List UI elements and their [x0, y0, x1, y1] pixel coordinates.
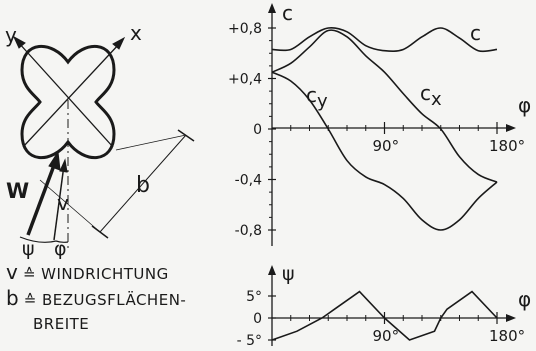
chart2-ticks: 5° 0 - 5° 90° 180° — [237, 289, 526, 349]
y-axis-arrowhead — [12, 35, 26, 49]
chart2-y-arrowhead — [268, 265, 276, 275]
v-label: v — [57, 191, 69, 215]
width-dimension-tick-2 — [177, 129, 195, 142]
section-x-label: x — [130, 21, 142, 45]
wind-direction-line — [26, 159, 58, 236]
legend-symbol-b: b — [6, 286, 19, 310]
v-direction-line — [53, 164, 65, 241]
chart1-x-arrowhead — [506, 124, 516, 132]
width-dimension-line — [99, 134, 187, 233]
psi-angle-chart: 5° 0 - 5° 90° 180° ψ φ — [237, 263, 532, 349]
chart1-ytick-label: 0 — [253, 122, 262, 138]
chart1-ytick-label: -0,4 — [235, 173, 262, 189]
psi-label: ψ — [22, 238, 35, 260]
chart1-ylabel: c — [282, 1, 293, 25]
width-b-label: b — [136, 173, 150, 198]
chart2-xtick-label: 90° — [373, 327, 400, 345]
chart2-ytick-label: - 5° — [237, 333, 262, 349]
chart1-ytick-label: -0,8 — [235, 223, 262, 239]
legend-text-v: WINDRICHTUNG — [41, 265, 169, 283]
series-cx-text: cx — [420, 81, 442, 110]
chart2-series — [271, 290, 498, 341]
phi-arc — [55, 240, 69, 243]
legend-eq-b: ≙ — [23, 291, 37, 309]
chart1-xtick-label: 180° — [489, 137, 525, 155]
series-cx-label: cx — [420, 81, 442, 110]
wind-label: W — [6, 179, 29, 203]
legend-item-b-cont: BREITE — [33, 314, 89, 333]
phi-label: φ — [54, 238, 67, 260]
chart1-xlabel: φ — [518, 93, 531, 117]
chart1-y-arrowhead — [268, 3, 276, 13]
section-y-label: y — [5, 23, 17, 47]
chart2-x-arrowhead — [506, 314, 516, 322]
v-arrowhead — [59, 158, 68, 173]
chart1-series — [271, 27, 498, 231]
wind-arrowhead — [48, 150, 61, 171]
chart2-ytick-label: 0 — [253, 311, 262, 327]
psi-arc — [19, 236, 57, 243]
chart2-ylabel: ψ — [282, 263, 295, 285]
chart1-xtick-label: 90° — [373, 137, 400, 155]
width-extension-line-2 — [39, 179, 101, 233]
y-axis-line — [17, 41, 114, 148]
legend-text-b-2: BREITE — [33, 315, 90, 333]
series-cx-text-subscript: x — [431, 89, 442, 110]
series-cy-text-subscript: y — [317, 91, 328, 112]
legend-text-b: BEZUGSFLÄCHEN- — [41, 291, 187, 309]
chart1-series-cy — [271, 71, 498, 231]
legend-eq-v: ≙ — [22, 265, 37, 283]
series-c-label: c — [470, 21, 481, 45]
series-cy-label: cy — [306, 83, 328, 112]
legend-item-b: b ≙ BEZUGSFLÄCHEN- — [6, 286, 186, 310]
chart2-series-psi — [271, 290, 498, 341]
legend-symbol-v: v — [6, 260, 18, 284]
chart1-series-cx — [271, 29, 498, 183]
chart1-series-c — [271, 27, 498, 53]
chart1-ytick-label: +0,4 — [228, 72, 262, 88]
force-coefficient-chart: +0,8 +0,4 0 -0,4 -0,8 90° 180° c φ c cy cx — [228, 1, 531, 246]
chart2-xtick-label: 180° — [489, 327, 525, 345]
cross-section — [12, 35, 195, 248]
x-axis-arrowhead — [112, 36, 126, 50]
legend-item-v: v ≙ WINDRICHTUNG — [6, 260, 169, 284]
chart2-ytick-label: 5° — [246, 289, 262, 305]
width-extension-line-1 — [115, 134, 187, 151]
series-cy-text: cy — [306, 83, 328, 112]
x-axis-line — [22, 42, 121, 148]
chart2-xlabel: φ — [518, 287, 531, 311]
chart1-ticks: +0,8 +0,4 0 -0,4 -0,8 90° 180° — [228, 21, 525, 239]
chart1-ytick-label: +0,8 — [228, 21, 262, 37]
